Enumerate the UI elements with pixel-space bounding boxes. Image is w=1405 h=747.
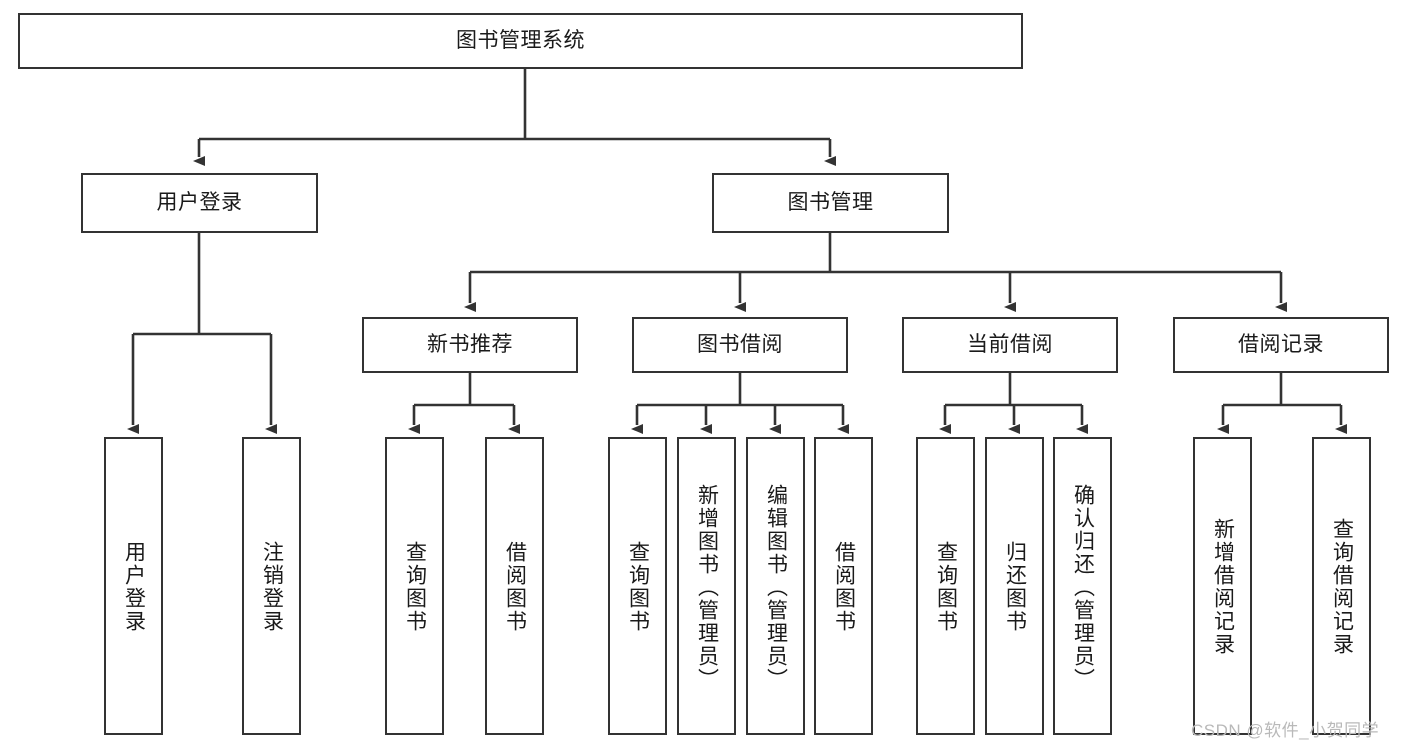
leaf-br-query-record[interactable]: 查询借阅记录 — [1312, 437, 1371, 735]
node-user-login[interactable]: 用户登录 — [81, 173, 318, 233]
csdn-watermark: CSDN @软件_小贺同学 — [1191, 721, 1380, 740]
leaf-bb-add-book[interactable]: 新增图书（管理员） — [677, 437, 736, 735]
node-borrow-record[interactable]: 借阅记录 — [1173, 317, 1389, 373]
leaf-user-login[interactable]: 用户登录 — [104, 437, 163, 735]
leaf-nb-query-book[interactable]: 查询图书 — [385, 437, 444, 735]
leaf-cb-query-book-label: 查询图书 — [934, 541, 958, 633]
leaf-bb-query-book-label: 查询图书 — [626, 541, 650, 633]
leaf-cb-confirm-return[interactable]: 确认归还（管理员） — [1053, 437, 1112, 735]
node-current-borrow[interactable]: 当前借阅 — [902, 317, 1118, 373]
leaf-cb-return-book[interactable]: 归还图书 — [985, 437, 1044, 735]
node-new-book-recommend[interactable]: 新书推荐 — [362, 317, 578, 373]
node-book-borrow[interactable]: 图书借阅 — [632, 317, 848, 373]
node-new-book-recommend-label: 新书推荐 — [427, 333, 513, 357]
leaf-cb-return-book-label: 归还图书 — [1003, 541, 1027, 633]
leaf-bb-edit-book-label: 编辑图书（管理员） — [764, 483, 788, 691]
leaf-bb-borrow-book-label: 借阅图书 — [832, 541, 856, 633]
leaf-logout[interactable]: 注销登录 — [242, 437, 301, 735]
leaf-logout-label: 注销登录 — [260, 541, 284, 633]
node-root-label: 图书管理系统 — [456, 29, 585, 53]
node-user-login-label: 用户登录 — [156, 191, 243, 215]
leaf-cb-confirm-return-label: 确认归还（管理员） — [1071, 483, 1095, 691]
node-book-manage-label: 图书管理 — [787, 191, 874, 215]
node-root[interactable]: 图书管理系统 — [18, 13, 1023, 69]
leaf-user-login-label: 用户登录 — [122, 541, 146, 633]
leaf-nb-borrow-book-label: 借阅图书 — [503, 541, 527, 633]
node-current-borrow-label: 当前借阅 — [967, 333, 1053, 357]
leaf-br-add-record-label: 新增借阅记录 — [1211, 518, 1235, 656]
node-book-manage[interactable]: 图书管理 — [712, 173, 949, 233]
leaf-bb-query-book[interactable]: 查询图书 — [608, 437, 667, 735]
leaf-bb-add-book-label: 新增图书（管理员） — [695, 483, 719, 691]
leaf-br-add-record[interactable]: 新增借阅记录 — [1193, 437, 1252, 735]
leaf-nb-borrow-book[interactable]: 借阅图书 — [485, 437, 544, 735]
leaf-bb-borrow-book[interactable]: 借阅图书 — [814, 437, 873, 735]
node-book-borrow-label: 图书借阅 — [697, 333, 783, 357]
leaf-br-query-record-label: 查询借阅记录 — [1330, 518, 1354, 656]
leaf-nb-query-book-label: 查询图书 — [403, 541, 427, 633]
leaf-bb-edit-book[interactable]: 编辑图书（管理员） — [746, 437, 805, 735]
node-borrow-record-label: 借阅记录 — [1238, 333, 1324, 357]
leaf-cb-query-book[interactable]: 查询图书 — [916, 437, 975, 735]
